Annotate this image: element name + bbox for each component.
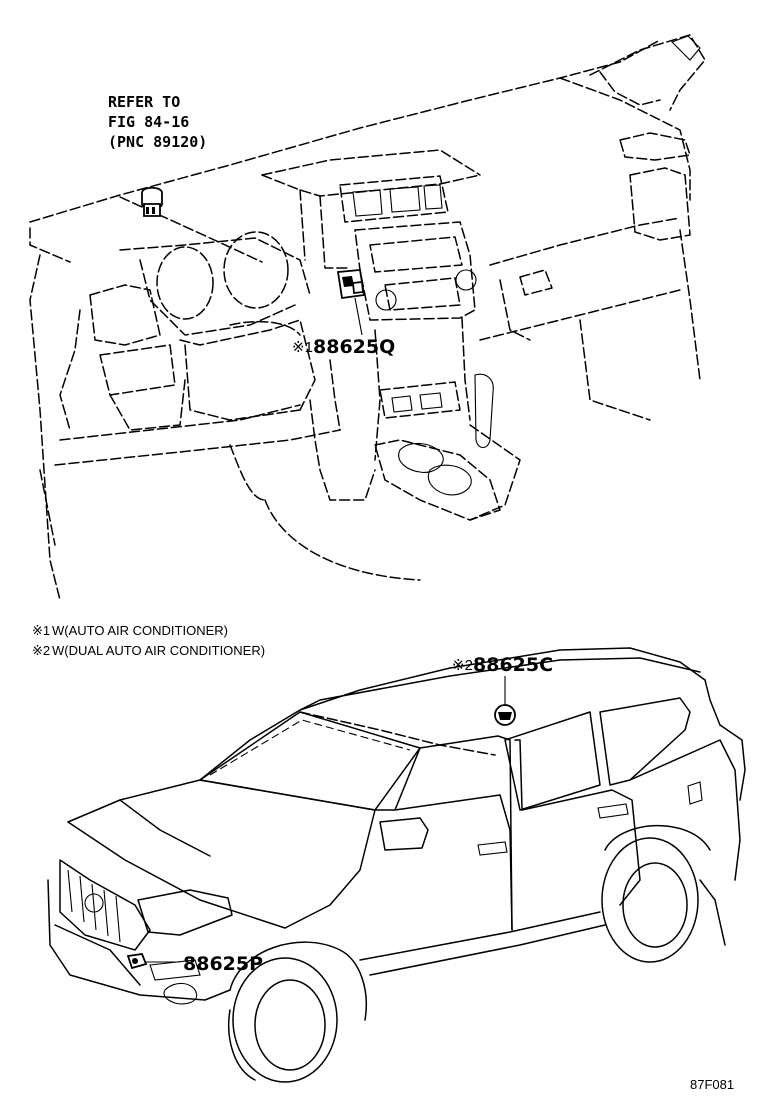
note-1-mark: ※1 xyxy=(32,623,50,638)
refer-line-1: REFER TO xyxy=(108,93,180,111)
roof-sensor-part xyxy=(494,676,516,726)
dash-switch-part xyxy=(336,269,366,336)
figure-code: 87F081 xyxy=(690,1077,734,1092)
dash-top-sensor-part xyxy=(141,186,163,217)
vehicle-illustration xyxy=(47,647,746,1083)
note-2-mark: ※2 xyxy=(32,643,50,658)
front-sensor-part xyxy=(126,953,180,970)
dashboard-illustration xyxy=(29,34,706,601)
refer-line-2: FIG 84-16 xyxy=(108,113,189,131)
note-2-text: W(DUAL AUTO AIR CONDITIONER) xyxy=(52,643,265,658)
dash-switch-part-number: 88625Q xyxy=(313,336,395,358)
note-1-text: W(AUTO AIR CONDITIONER) xyxy=(52,623,228,638)
refer-line-3: (PNC 89120) xyxy=(108,133,207,151)
dash-switch-mark: ※1 xyxy=(292,339,313,356)
roof-sensor-part-number: 88625C xyxy=(473,654,553,676)
roof-sensor-mark: ※2 xyxy=(452,657,473,674)
front-sensor-part-number: 88625P xyxy=(183,953,263,975)
